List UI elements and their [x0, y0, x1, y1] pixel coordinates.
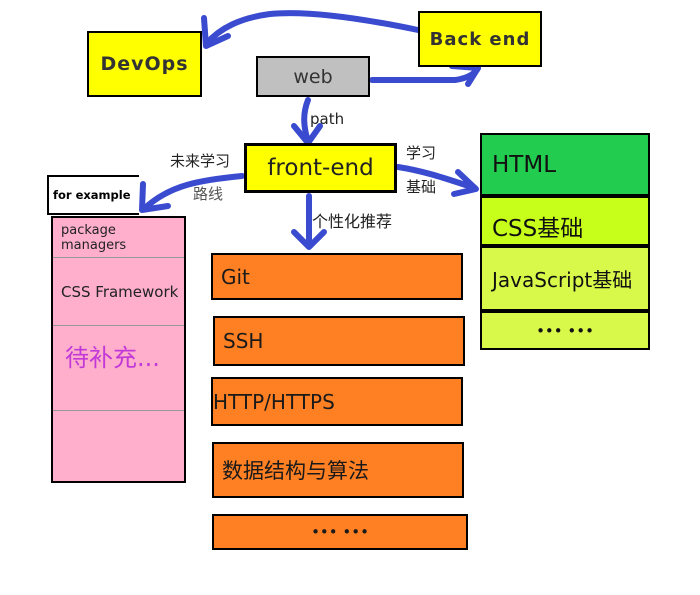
devops-label: DevOps: [100, 53, 189, 75]
basics-item-html: HTML: [480, 133, 650, 196]
recommended-item-git: Git: [211, 253, 463, 300]
frontend-node: front-end: [244, 143, 397, 193]
future-header-label: for example: [53, 188, 131, 202]
web-label: web: [293, 65, 333, 88]
future-item-label: package managers: [61, 222, 127, 253]
edge-label-personalized: 个性化推荐: [312, 212, 393, 231]
frontend-label: front-end: [267, 155, 374, 181]
recommended-item-label: 数据结构与算法: [222, 459, 369, 483]
recommended-item-label: Git: [221, 264, 250, 289]
basics-item-label: JavaScript基础: [492, 268, 633, 292]
arrowhead-basics: [451, 169, 479, 197]
basics-item-javascript: JavaScript基础: [480, 246, 650, 311]
future-header: for example: [47, 175, 139, 215]
recommended-item-more: ••• •••: [212, 514, 468, 550]
arrowhead-devops: [201, 15, 231, 49]
recommended-item-ssh: SSH: [213, 316, 465, 366]
edge-label-basics-line1: 学习: [406, 144, 437, 162]
future-item-label: CSS Framework: [61, 282, 179, 301]
future-item-package-managers: package managers: [53, 218, 184, 258]
arrow-backend-to-devops: [203, 10, 421, 47]
edge-label-future-line1: 未来学习: [170, 152, 231, 170]
arrowhead-recommended: [291, 229, 327, 250]
basics-item-css: CSS基础: [480, 196, 650, 246]
future-item-todo: 待补充...: [53, 326, 184, 411]
arrow-frontend-to-future: [142, 173, 245, 211]
future-item-label: 待补充...: [65, 344, 160, 372]
devops-node: DevOps: [87, 31, 202, 97]
recommended-item-label: HTTP/HTTPS: [213, 389, 335, 414]
backend-node: Back end: [418, 11, 542, 67]
basics-item-label: CSS基础: [492, 216, 584, 242]
recommended-item-algorithms: 数据结构与算法: [212, 442, 464, 498]
arrowhead-future: [139, 181, 171, 213]
recommended-item-http: HTTP/HTTPS: [211, 377, 463, 426]
recommended-item-label: SSH: [223, 329, 264, 353]
basics-item-label: ••• •••: [536, 321, 594, 340]
future-list: package managers CSS Framework 待补充...: [51, 216, 186, 483]
edge-label-basics-line2: 基础: [406, 178, 437, 196]
basics-item-label: HTML: [492, 151, 557, 178]
arrow-web-to-backend: [369, 65, 481, 83]
basics-item-more: ••• •••: [480, 311, 650, 350]
recommended-item-label: ••• •••: [311, 523, 369, 541]
future-item-css-framework: CSS Framework: [53, 258, 184, 326]
edge-label-path: path: [310, 110, 345, 128]
edge-label-future-line2: 路线: [193, 185, 224, 203]
backend-label: Back end: [429, 28, 531, 50]
web-node: web: [256, 56, 370, 97]
